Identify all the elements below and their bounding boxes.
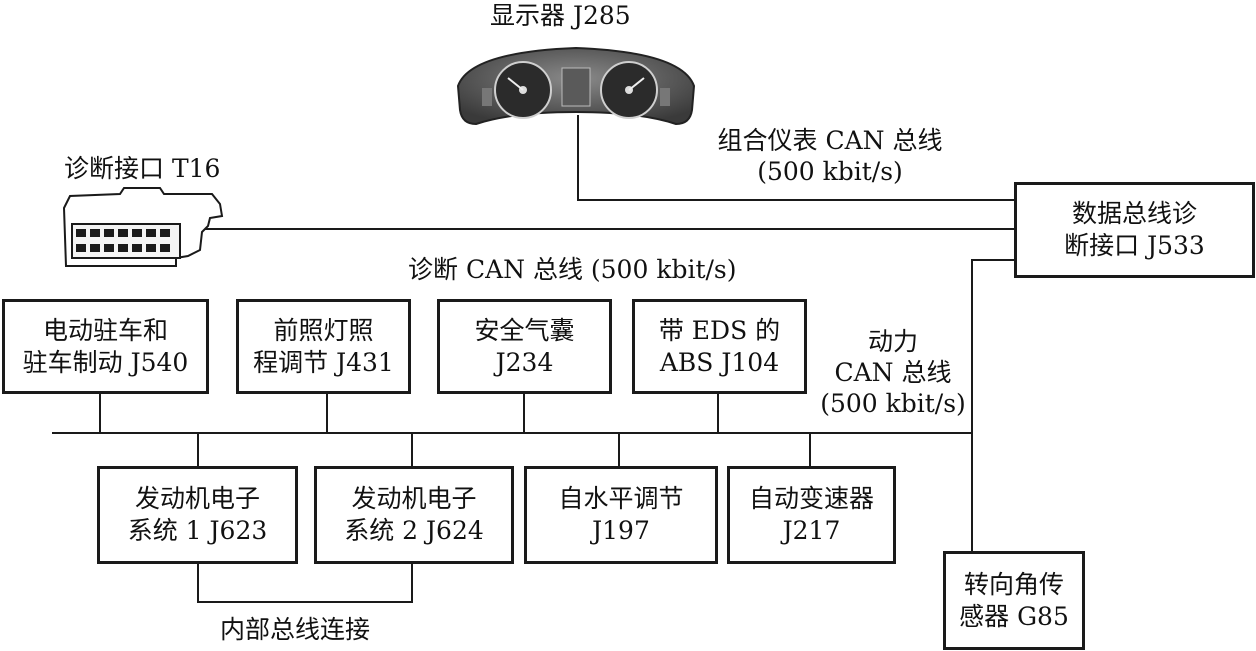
module-line1: 安全气囊: [474, 315, 575, 345]
module-line2: 驻车制动 J540: [22, 347, 189, 377]
module-line2: 系统 2 J624: [344, 516, 484, 545]
display-title: 显示器 J285: [490, 1, 631, 30]
power-can-label: 动力 CAN 总线 (500 kbit/s): [818, 326, 968, 419]
module-steering-angle-sensor: 转向角传 感器 G85: [943, 551, 1085, 650]
cluster-can-label: 组合仪表 CAN 总线 (500 kbit/s): [700, 125, 960, 187]
module-line1: 带 EDS 的: [658, 315, 781, 345]
cluster-can-speed: (500 kbit/s): [757, 157, 903, 186]
sensor-line2: 感器 G85: [959, 601, 1069, 631]
module-line1: 前照灯照: [273, 315, 374, 345]
module-transmission: 自动变速器 J217: [727, 466, 896, 564]
module-headlight-range: 前照灯照 程调节 J431: [236, 299, 411, 394]
gateway-module: 数据总线诊 断接口 J533: [1014, 182, 1255, 278]
diag-port-title: 诊断接口 T16: [64, 154, 221, 183]
module-airbag: 安全气囊 J234: [437, 299, 612, 394]
diagnostic-connector-icon: [62, 187, 224, 267]
module-level-control: 自水平调节 J197: [524, 466, 718, 564]
gateway-line1: 数据总线诊: [1071, 199, 1197, 228]
module-line1: 自水平调节: [558, 484, 684, 513]
power-can-line2: CAN 总线: [834, 358, 952, 387]
module-engine-2: 发动机电子 系统 2 J624: [314, 466, 514, 564]
module-abs: 带 EDS 的 ABS J104: [632, 299, 807, 394]
module-line2: J217: [782, 516, 841, 545]
power-can-line1: 动力: [867, 327, 918, 356]
module-line2: ABS J104: [659, 347, 780, 377]
internal-bus-line: [197, 563, 413, 603]
gateway-line2: 断接口 J533: [1064, 231, 1205, 260]
module-line1: 自动变速器: [748, 484, 874, 513]
power-can-line: [971, 259, 1016, 552]
module-line2: 系统 1 J623: [127, 516, 268, 545]
module-line2: J234: [495, 347, 554, 377]
module-parking-brake: 电动驻车和 驻车制动 J540: [2, 299, 209, 394]
module-line2: 程调节 J431: [253, 347, 394, 377]
bus-lines: [52, 115, 1016, 603]
diag-can-label: 诊断 CAN 总线 (500 kbit/s): [408, 255, 737, 284]
module-line1: 电动驻车和: [42, 315, 168, 345]
cluster-can-line: [577, 115, 1016, 201]
instrument-cluster-icon: [456, 46, 696, 126]
module-line2: J197: [592, 516, 650, 545]
module-line1: 发动机电子: [134, 484, 260, 513]
internal-bus-label: 内部总线连接: [220, 615, 371, 644]
module-engine-1: 发动机电子 系统 1 J623: [97, 466, 298, 564]
power-can-speed: (500 kbit/s): [820, 389, 966, 418]
module-line1: 发动机电子: [351, 484, 477, 513]
cluster-can-name: 组合仪表 CAN 总线: [717, 126, 943, 155]
sensor-line1: 转向角传: [963, 569, 1064, 599]
